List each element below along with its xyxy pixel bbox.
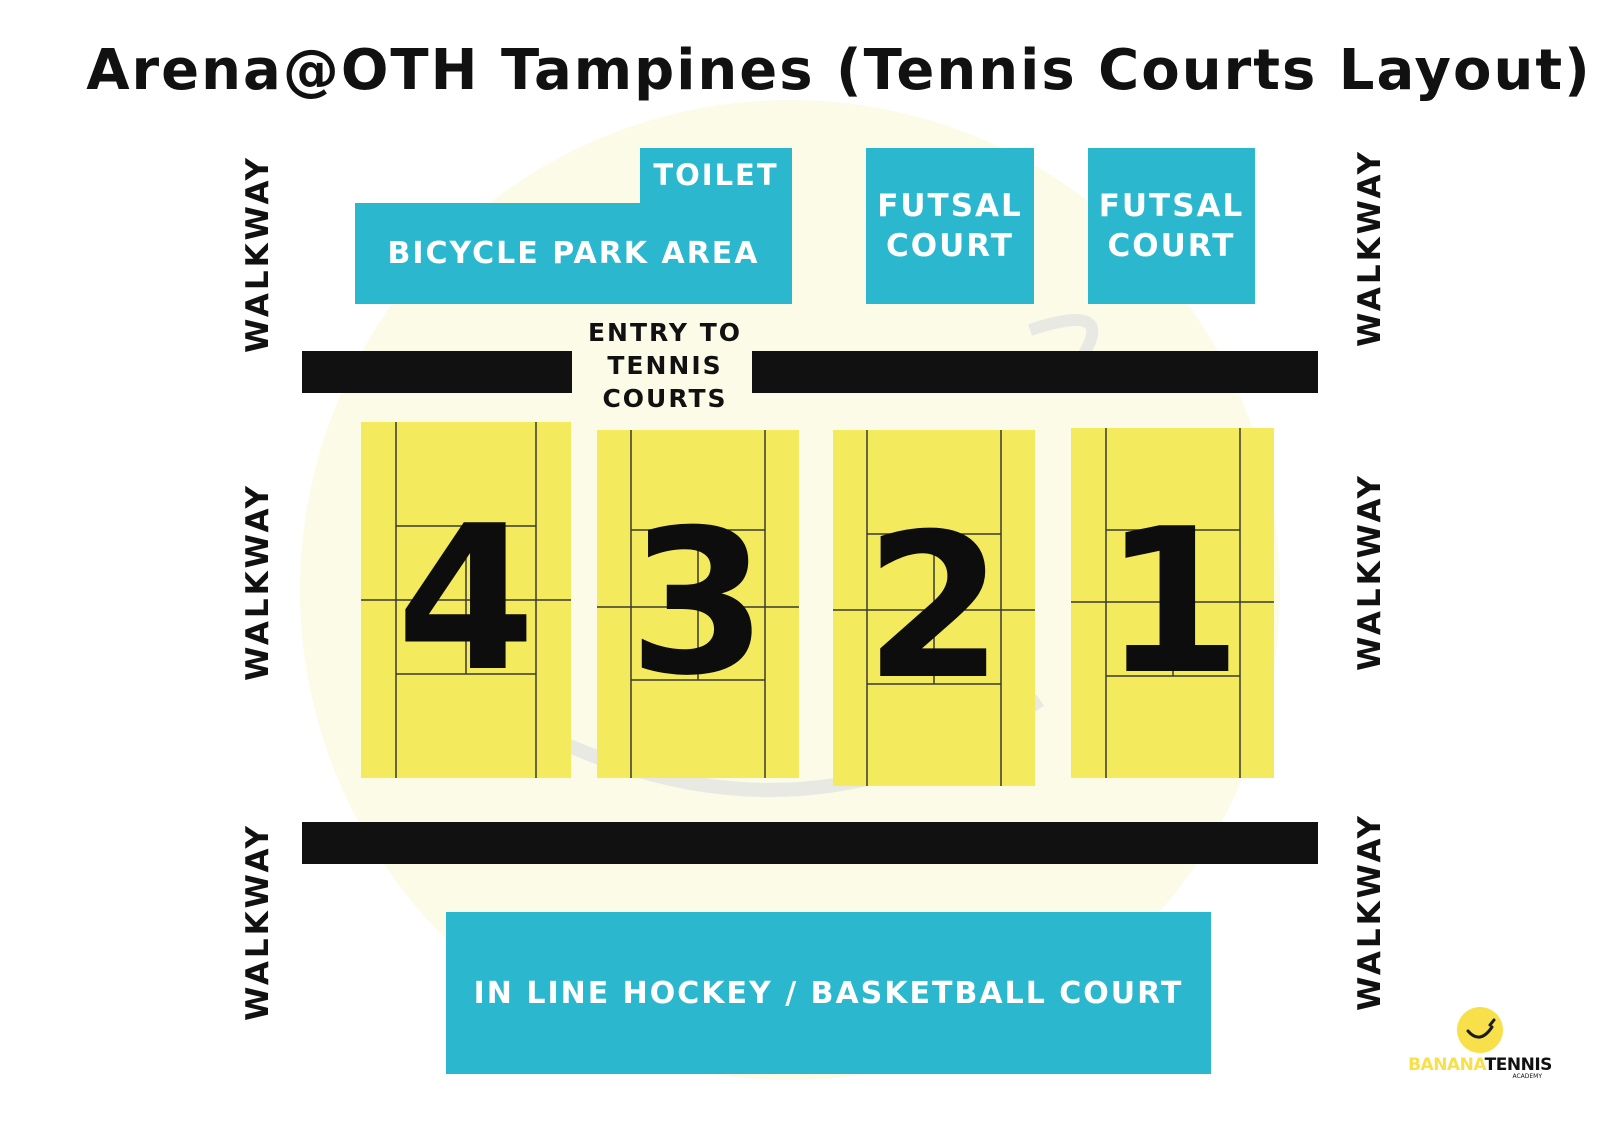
futsal-court-2: FUTSAL COURT (1088, 148, 1255, 304)
entry-to-tennis-courts: ENTRY TO TENNIS COURTS (587, 318, 743, 413)
fence-top-left (302, 351, 572, 393)
in-line-hockey-basketball-court: IN LINE HOCKEY / BASKETBALL COURT (446, 912, 1211, 1074)
court-number-4: 4 (396, 483, 536, 716)
tennis-court-1: 1 (1071, 428, 1274, 778)
walkway-label-right-top: WALKWAY (1352, 149, 1388, 347)
logo-text-academy: ACADEMY (1512, 1073, 1542, 1080)
futsal-court-1: FUTSAL COURT (866, 148, 1034, 304)
walkway-label-right-middle: WALKWAY (1352, 473, 1388, 671)
fence-bottom (302, 822, 1318, 864)
banana-tennis-ball-icon (1457, 1007, 1503, 1053)
walkway-label-right-bottom: WALKWAY (1352, 813, 1388, 1011)
court-number-1: 1 (1102, 486, 1243, 719)
walkway-label-left-middle: WALKWAY (240, 483, 276, 681)
toilet-area: TOILET (640, 148, 792, 203)
tennis-court-3: 3 (597, 430, 799, 778)
walkway-label-left-top: WALKWAY (240, 155, 276, 353)
logo-text-tennis: TENNIS (1484, 1055, 1553, 1075)
logo-text-banana: BANANA (1408, 1055, 1485, 1075)
page-title: Arena@OTH Tampines (Tennis Courts Layout… (86, 38, 1592, 103)
bicycle-park-area: BICYCLE PARK AREA (355, 203, 792, 304)
banana-tennis-logo: BANANATENNIS ACADEMY (1400, 1005, 1560, 1085)
tennis-court-4: 4 (361, 422, 571, 778)
walkway-label-left-bottom: WALKWAY (240, 823, 276, 1021)
court-number-2: 2 (864, 491, 1004, 724)
fence-top-right (752, 351, 1318, 393)
court-number-3: 3 (628, 487, 768, 720)
tennis-court-2: 2 (833, 430, 1035, 786)
